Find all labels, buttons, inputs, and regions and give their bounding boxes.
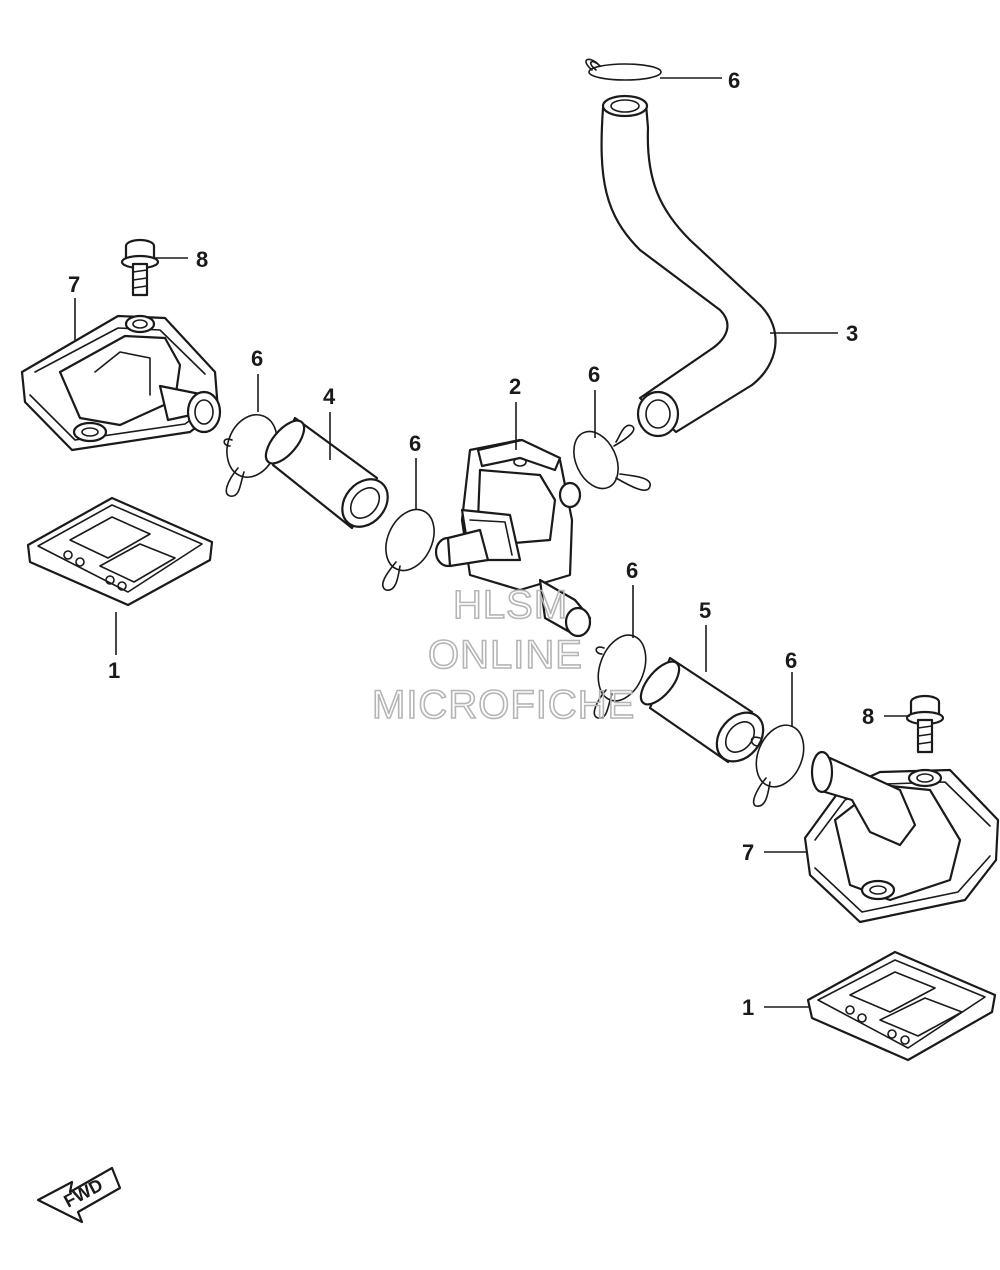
clip-6-valve-right <box>573 424 651 491</box>
clip-6-mid <box>381 508 435 591</box>
watermark-line-2: ONLINE <box>428 633 583 677</box>
callout-6-left: 6 <box>251 346 263 371</box>
callout-7-right: 7 <box>742 840 754 865</box>
watermark-line-1: HLSM <box>453 583 568 627</box>
clip-6-right <box>750 724 805 807</box>
valve-2 <box>434 438 592 638</box>
callout-8-right: 8 <box>862 704 874 729</box>
callout-4: 4 <box>323 384 336 409</box>
watermark-line-3: MICROFICHE <box>372 683 635 727</box>
callout-3: 3 <box>846 321 858 346</box>
callout-6-mid: 6 <box>409 431 421 456</box>
callout-6-mid-upper: 6 <box>588 362 600 387</box>
hose-5 <box>639 656 765 764</box>
callout-6-right: 6 <box>785 648 797 673</box>
callout-6-top: 6 <box>728 68 740 93</box>
cover-7-left <box>20 314 222 452</box>
callout-5: 5 <box>699 598 711 623</box>
fwd-arrow: FWD <box>36 1166 122 1224</box>
bolt-8-left <box>120 238 160 297</box>
gasket-1-right <box>806 950 997 1062</box>
bolt-8-right <box>905 694 945 754</box>
gasket-1-left <box>26 496 214 607</box>
callout-1-right: 1 <box>742 995 754 1020</box>
callout-1-left: 1 <box>108 658 120 683</box>
hose-4 <box>264 416 389 530</box>
cover-7-right <box>803 750 1000 924</box>
callout-8-left: 8 <box>196 247 208 272</box>
hose-3 <box>600 94 777 438</box>
callout-6-lower: 6 <box>626 558 638 583</box>
watermark: HLSM ONLINE MICROFICHE <box>371 582 635 728</box>
callout-2: 2 <box>509 374 521 399</box>
callout-7-left: 7 <box>68 272 80 297</box>
callouts: 6 8 7 6 4 2 6 3 6 1 6 5 6 8 7 1 <box>68 68 874 1020</box>
leader-lines <box>74 77 910 1008</box>
clip-6-top <box>585 58 662 81</box>
